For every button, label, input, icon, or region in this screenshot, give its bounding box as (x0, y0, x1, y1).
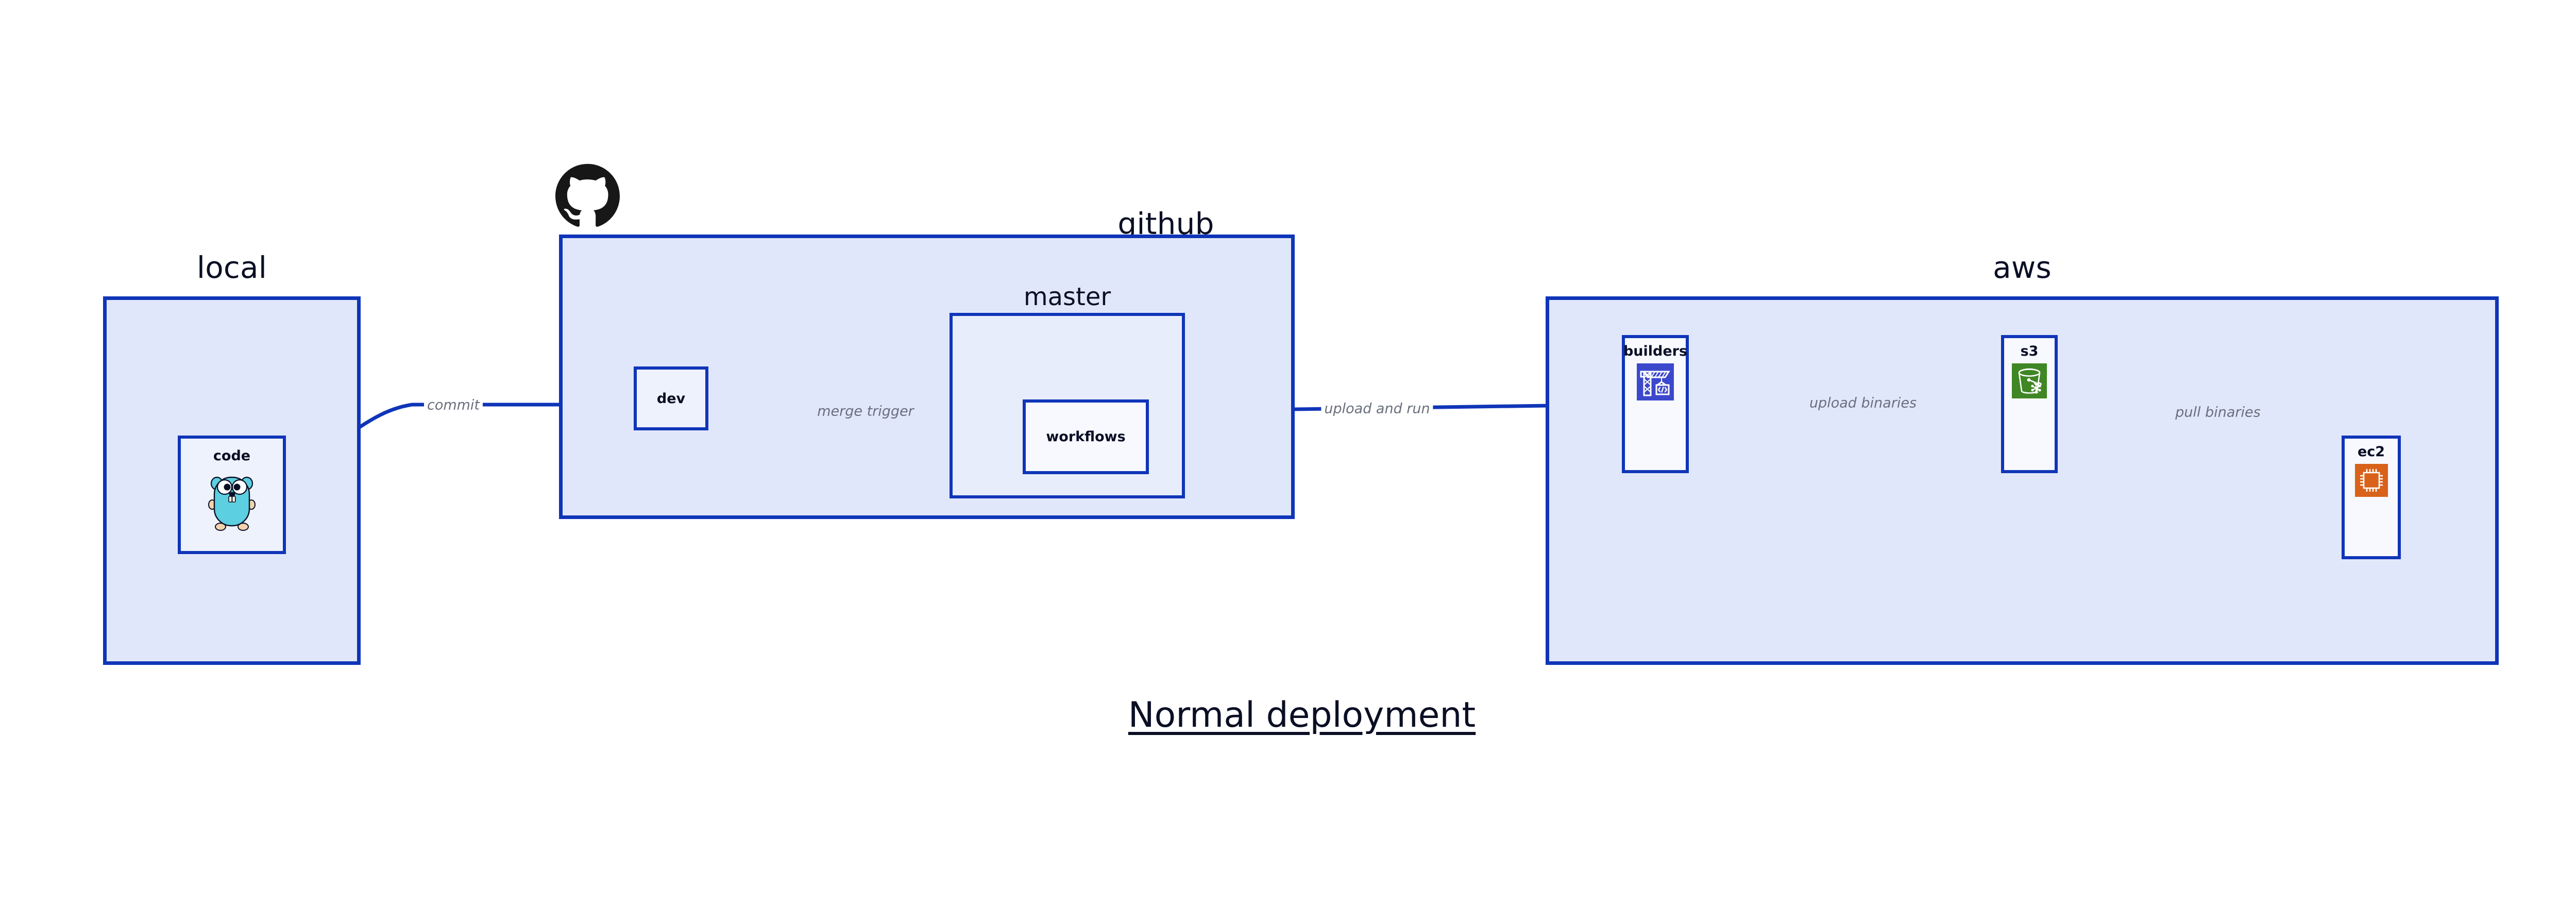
edge-label-pull-binaries: pull binaries (2172, 404, 2264, 421)
node-label-code: code (213, 448, 251, 464)
node-code[interactable]: code (178, 436, 286, 554)
node-builders[interactable]: builders (1622, 335, 1689, 473)
edge-label-merge-trigger: merge trigger (814, 403, 917, 420)
aws-codebuild-icon (1637, 363, 1674, 400)
node-s3[interactable]: s3 (2001, 335, 2058, 473)
subgroup-label-master: master (1023, 282, 1111, 311)
node-label-s3: s3 (2020, 343, 2039, 359)
aws-ec2-icon (2354, 464, 2388, 497)
github-octocat-icon (555, 164, 620, 230)
go-gopher-icon (207, 470, 257, 531)
aws-s3-glacier-icon (2012, 363, 2047, 398)
node-workflows[interactable]: workflows (1023, 399, 1149, 474)
node-label-dev: dev (656, 390, 686, 407)
diagram-title: Normal deployment (1128, 695, 1476, 736)
node-dev[interactable]: dev (634, 366, 708, 430)
group-label-local: local (196, 250, 267, 285)
node-label-builders: builders (1623, 343, 1688, 359)
node-label-workflows: workflows (1046, 429, 1126, 445)
node-ec2[interactable]: ec2 (2342, 436, 2401, 559)
edge-label-upload-binaries: upload binaries (1806, 395, 1920, 411)
node-label-ec2: ec2 (2357, 444, 2385, 460)
edge-label-commit: commit (423, 397, 483, 413)
group-local (103, 296, 361, 665)
group-label-aws: aws (1993, 250, 2052, 285)
edge-label-upload-and-run: upload and run (1321, 400, 1433, 417)
